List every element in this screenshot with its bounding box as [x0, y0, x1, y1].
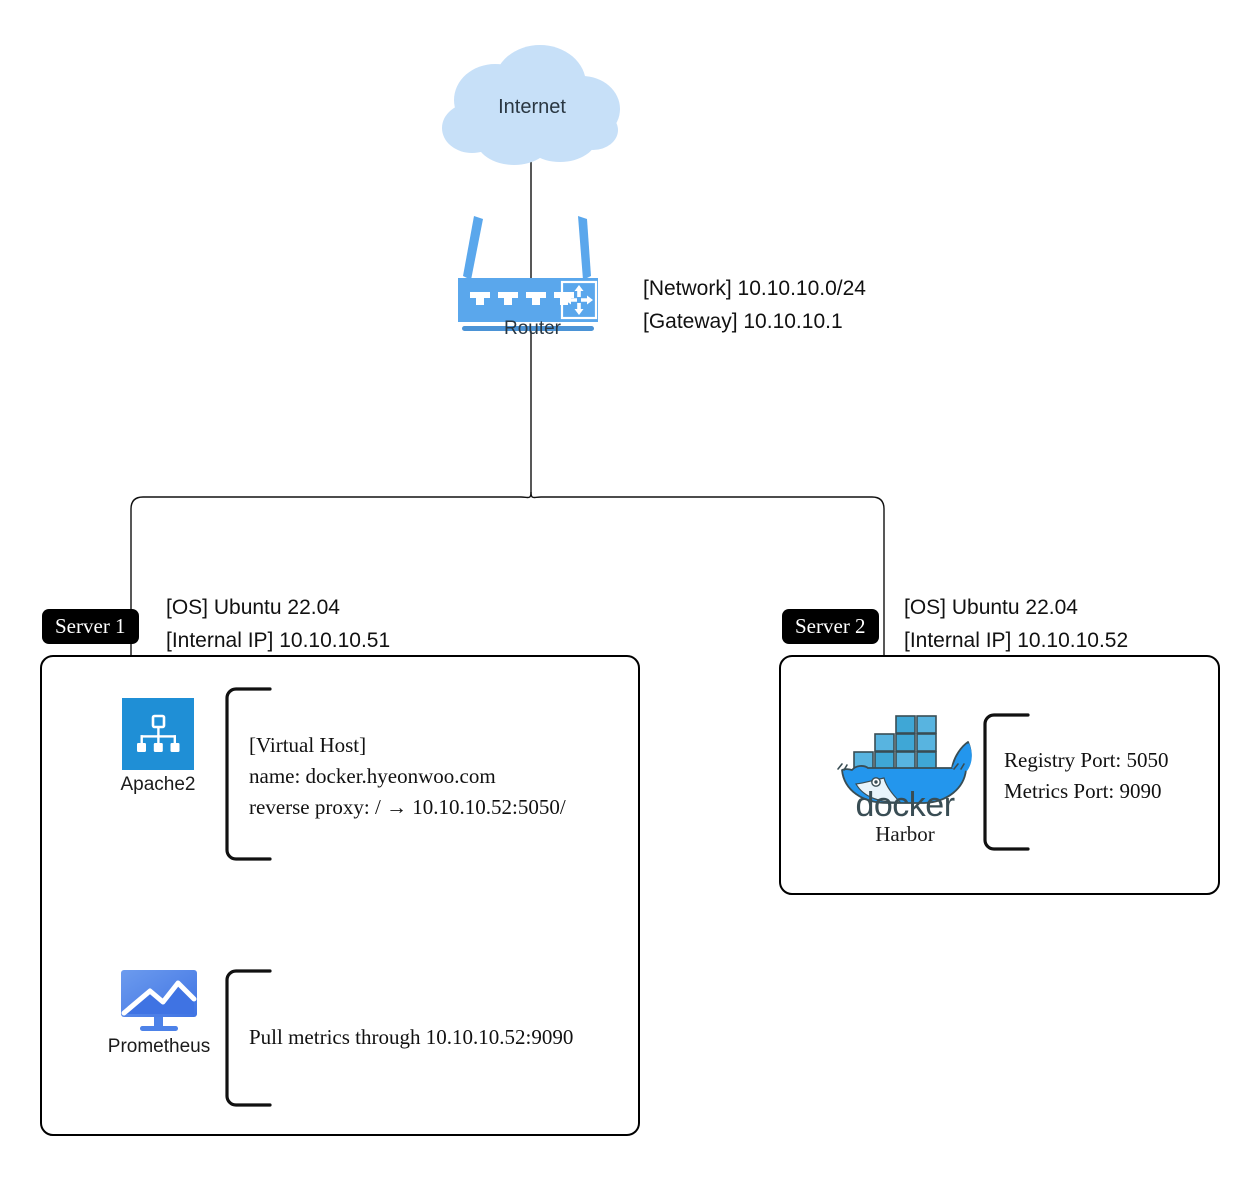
server1-meta: [OS] Ubuntu 22.04 [Internal IP] 10.10.10…	[166, 591, 390, 657]
harbor-bracket	[983, 713, 1030, 851]
router-network-info: [Network] 10.10.10.0/24 [Gateway] 10.10.…	[643, 272, 866, 338]
apache2-vhost-name: name: docker.hyeonwoo.com	[249, 764, 496, 788]
harbor-registry-port: Registry Port: 5050	[1004, 748, 1169, 772]
apache2-bracket	[225, 687, 272, 861]
server1-badge: Server 1	[42, 609, 139, 645]
server2-meta: [OS] Ubuntu 22.04 [Internal IP] 10.10.10…	[904, 591, 1128, 657]
harbor-node: docker Harbor	[830, 706, 980, 846]
server1-box	[40, 655, 640, 1136]
prometheus-monitor-icon	[121, 970, 197, 1031]
internet-label: Internet	[498, 96, 566, 118]
gateway-ip-text: [Gateway] 10.10.10.1	[643, 310, 843, 333]
prometheus-pull-metrics: Pull metrics through 10.10.10.52:9090	[249, 1025, 574, 1049]
harbor-metrics-port: Metrics Port: 9090	[1004, 779, 1162, 803]
apache2-label: Apache2	[120, 774, 196, 795]
server2-ip-text: [Internal IP] 10.10.10.52	[904, 629, 1129, 652]
apache2-sitemap-glyph	[137, 714, 180, 752]
router-icon	[458, 216, 598, 331]
server1-ip-text: [Internal IP] 10.10.10.51	[166, 629, 391, 652]
apache2-vhost-heading: [Virtual Host]	[249, 733, 367, 757]
apache2-icon	[122, 698, 194, 770]
server1-os-text: [OS] Ubuntu 22.04	[166, 596, 340, 619]
cloud-icon	[442, 45, 620, 165]
prometheus-bracket	[225, 969, 272, 1107]
apache2-details: [Virtual Host] name: docker.hyeonwoo.com…	[249, 730, 566, 823]
docker-wordmark: docker	[855, 786, 954, 818]
link-bus-server1	[130, 491, 532, 655]
prometheus-node: Prometheus	[108, 968, 210, 1057]
server2-os-text: [OS] Ubuntu 22.04	[904, 596, 1078, 619]
apache2-reverse-proxy: reverse proxy: / → 10.10.10.52:5050/	[249, 795, 566, 819]
harbor-label: Harbor	[875, 822, 935, 846]
link-bus-server2	[530, 491, 885, 655]
prometheus-label: Prometheus	[107, 1036, 211, 1057]
internet-node: Internet	[432, 40, 632, 180]
network-cidr-text: [Network] 10.10.10.0/24	[643, 277, 866, 300]
router-label: Router	[503, 318, 562, 339]
prometheus-details: Pull metrics through 10.10.10.52:9090	[249, 1022, 573, 1053]
server2-badge: Server 2	[782, 609, 879, 645]
router-node: Router	[450, 210, 615, 370]
harbor-details: Registry Port: 5050 Metrics Port: 9090	[1004, 745, 1169, 807]
apache2-node: Apache2	[120, 698, 196, 795]
docker-whale-icon: docker	[837, 715, 972, 824]
